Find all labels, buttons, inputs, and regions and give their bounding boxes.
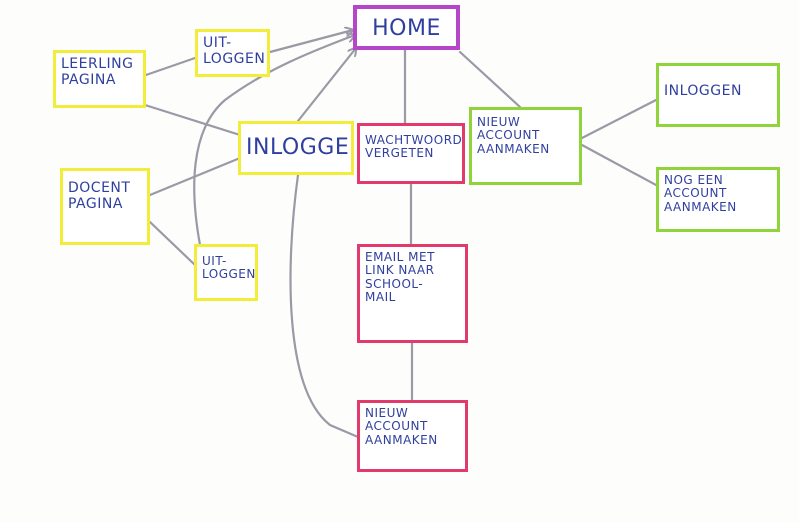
wachtwoord-vergeten-label: WACHTWOORD VERGETEN — [365, 133, 463, 161]
inloggen-right-node: INLOGGEN — [656, 63, 780, 127]
uitloggen-bottom-node: UIT- LOGGEN — [194, 244, 258, 301]
uitloggen-bottom-label: UIT- LOGGEN — [202, 254, 256, 282]
home-node: HOME — [353, 5, 460, 50]
nog-een-account-node: NOG EEN ACCOUNT AANMAKEN — [656, 167, 780, 232]
link-docent-uitloggen — [148, 220, 197, 267]
link-nieuw-account-nog-een — [580, 143, 658, 187]
inloggen-center-label: INLOGGEN — [246, 135, 351, 160]
uitloggen-top-label: UIT- LOGGEN — [203, 35, 266, 67]
leerling-pagina-node: LEERLING PAGINA — [53, 50, 146, 108]
link-leerling-inloggen — [143, 103, 242, 137]
link-leerling-uitloggen — [144, 56, 197, 77]
nog-een-account-label: NOG EEN ACCOUNT AANMAKEN — [664, 173, 737, 214]
link-uitloggen-bottom-home — [193, 35, 355, 247]
link-nieuw-account-inloggen-right — [580, 98, 658, 140]
leerling-pagina-label: LEERLING PAGINA — [61, 56, 134, 88]
uitloggen-top-node: UIT- LOGGEN — [195, 29, 270, 77]
nieuw-account-bottom-node: NIEUW ACCOUNT AANMAKEN — [357, 400, 468, 472]
nieuw-account-right-node: NIEUW ACCOUNT AANMAKEN — [469, 107, 582, 185]
email-met-link-label: EMAIL MET LINK NAAR SCHOOL- MAIL — [365, 250, 435, 305]
email-met-link-node: EMAIL MET LINK NAAR SCHOOL- MAIL — [357, 244, 468, 343]
inloggen-center-node: INLOGGEN — [238, 121, 354, 175]
docent-pagina-node: DOCENT PAGINA — [60, 168, 150, 245]
link-home-nieuw-account — [458, 50, 522, 109]
inloggen-right-label: INLOGGEN — [664, 83, 742, 99]
nieuw-account-right-label: NIEUW ACCOUNT AANMAKEN — [477, 115, 550, 156]
home-label: HOME — [372, 16, 441, 41]
wachtwoord-vergeten-node: WACHTWOORD VERGETEN — [357, 123, 465, 184]
link-uitloggen-home — [268, 30, 353, 54]
link-inloggen-home — [296, 48, 356, 123]
nieuw-account-bottom-label: NIEUW ACCOUNT AANMAKEN — [365, 406, 438, 447]
link-inloggen-nieuw-account-bottom — [289, 173, 360, 439]
docent-pagina-label: DOCENT PAGINA — [68, 180, 131, 212]
